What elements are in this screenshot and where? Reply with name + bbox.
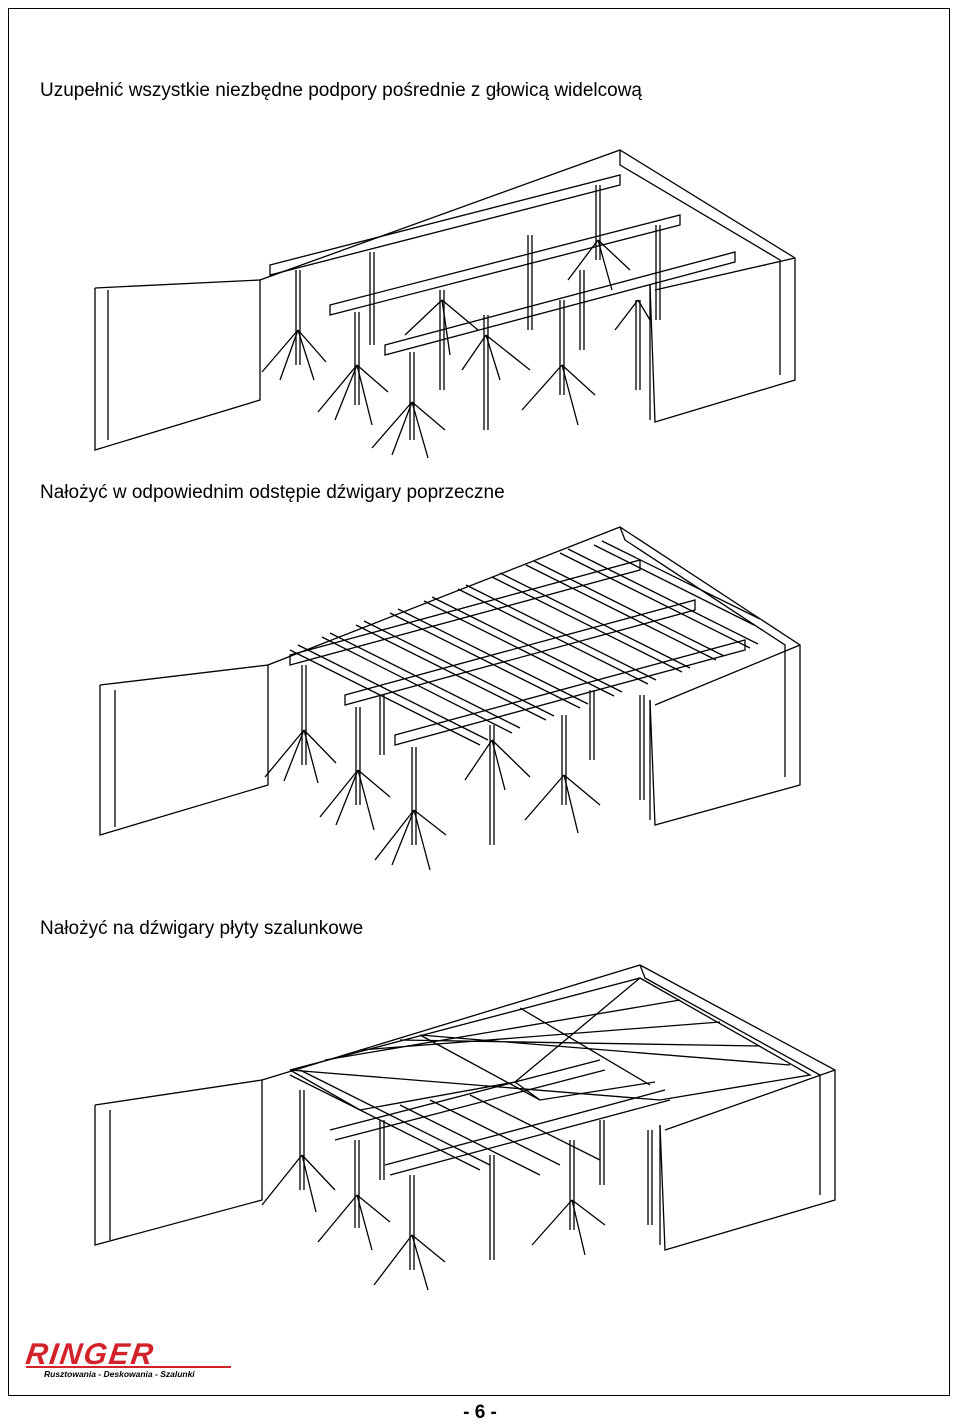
step-3-caption: Nałożyć na dźwigary płyty szalunkowe: [40, 918, 364, 939]
formwork-panels-drawing: [94, 964, 836, 1290]
step-2-caption: Nałożyć w odpowiednim odstępie dźwigary …: [40, 482, 505, 503]
cross-beams-drawing: [99, 526, 801, 871]
step-3-illustration: [0, 960, 960, 1290]
props-with-main-beams-drawing: [94, 149, 796, 459]
page-frame: [8, 8, 950, 1396]
step-1-illustration: [0, 140, 960, 470]
page-number: - 6 -: [463, 1402, 497, 1423]
logo-underline: [26, 1366, 231, 1368]
step-2-illustration: [0, 515, 960, 880]
logo-tagline: Rusztowania - Deskowania - Szalunki: [44, 1369, 195, 1379]
step-1-caption: Uzupełnić wszystkie niezbędne podpory po…: [40, 80, 642, 101]
ringer-logo: RINGER Rusztowania - Deskowania - Szalun…: [24, 1338, 236, 1383]
